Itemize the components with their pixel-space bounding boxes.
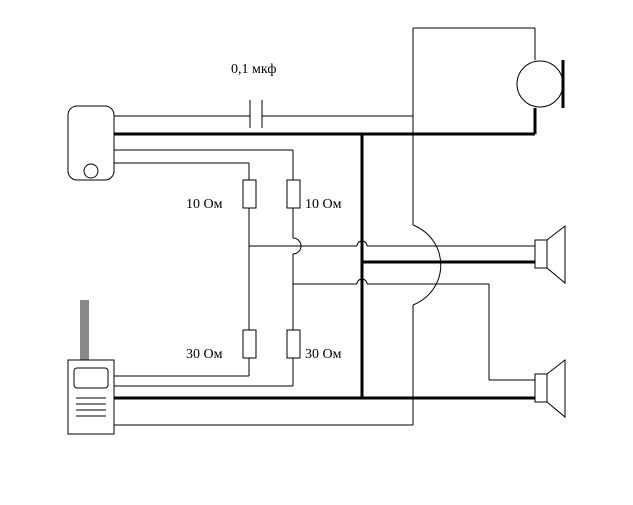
capacitor-symbol xyxy=(249,100,263,128)
resistor-top-left xyxy=(242,179,257,209)
radio-signal-wires xyxy=(114,358,294,387)
speaker-icon xyxy=(534,358,566,419)
resistor-bottom-right xyxy=(286,329,301,359)
handset-signal-wires xyxy=(114,149,294,180)
microphone-loop xyxy=(412,27,537,134)
resistor-bottom-left xyxy=(242,329,257,359)
resistor-top-right xyxy=(286,179,301,209)
resistor-top-left-label: 10 Ом xyxy=(186,197,223,212)
resistor-bottom-left-label: 30 Ом xyxy=(186,347,223,362)
microphone-return-wire xyxy=(114,116,442,426)
microphone-icon xyxy=(516,60,565,108)
resistor-top-right-label: 10 Ом xyxy=(305,197,342,212)
telephone-handset-icon xyxy=(67,105,115,181)
resistor-network-wires xyxy=(248,208,540,381)
resistor-bottom-right-label: 30 Ом xyxy=(305,347,342,362)
capacitor-label: 0,1 мкф xyxy=(231,62,276,77)
speaker-icon xyxy=(534,224,566,285)
radio-transceiver-icon xyxy=(67,300,115,435)
